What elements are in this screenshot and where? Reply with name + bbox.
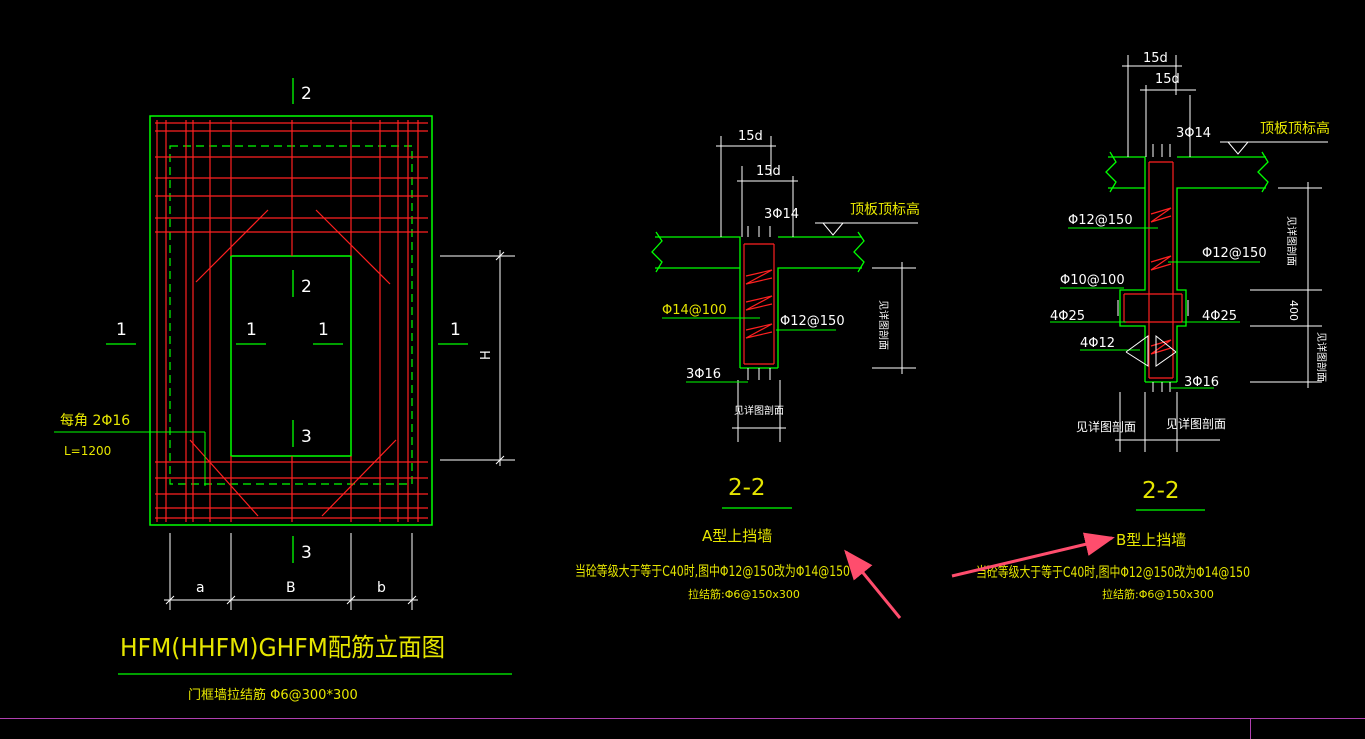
section-b-wall-type: B型上挡墙 <box>1116 531 1186 549</box>
section-b-bars-bottom-left: 4Φ12 <box>1080 336 1115 351</box>
section-b-label: 2-2 <box>1142 478 1180 504</box>
section-a-outline <box>651 231 865 369</box>
section-b-top-bars: 3Φ14 <box>1176 126 1211 141</box>
section-b-outline <box>1105 151 1269 383</box>
mark-left-inner: 1 <box>246 320 257 340</box>
status-bar <box>0 718 1365 739</box>
elevation-subtitle: 门框墙拉结筋 Φ6@300*300 <box>188 687 358 703</box>
elevation-rebar <box>155 120 428 522</box>
section-a-dim-outer: 15d <box>738 129 763 144</box>
section-a-stirrup: Φ14@100 <box>662 303 727 318</box>
section-b-bars-right: 4Φ25 <box>1202 309 1237 324</box>
mark-bottom: 3 <box>301 543 312 563</box>
corner-bar-length: L=1200 <box>64 444 111 458</box>
section-a-note: 当砼等级大于等于C40时,图中Φ12@150改为Φ14@150 <box>575 563 850 580</box>
section-a-leaders <box>662 317 836 383</box>
section-b-bars-left: 4Φ25 <box>1050 309 1085 324</box>
section-a-dim-inner: 15d <box>756 164 781 179</box>
section-b-bar-left-mid: Φ10@100 <box>1060 273 1125 288</box>
dashed-frame <box>169 145 413 485</box>
section-a-tie-bar: 拉结筋:Φ6@150x300 <box>688 587 800 601</box>
dim-bottom-lines <box>164 533 418 610</box>
section-a-top-bars: 3Φ14 <box>764 207 799 222</box>
dim-a-label: a <box>196 580 205 596</box>
dim-H-lines <box>440 250 515 466</box>
mark-mid-top: 2 <box>301 277 312 297</box>
section-b-bar-left-top: Φ12@150 <box>1068 213 1133 228</box>
section-b-see-detail-right-bottom: 见详图剖面 <box>1315 332 1328 382</box>
section-a-dims <box>716 136 916 442</box>
mark-mid-bottom: 3 <box>301 427 312 447</box>
section-a-top-level: 顶板顶标高 <box>850 201 920 218</box>
mark-right-outer: 1 <box>450 320 461 340</box>
door-opening <box>230 255 352 457</box>
section-b-view: 15d 15d 3Φ14 顶板顶标高 Φ12@150 Φ12@150 Φ10@1… <box>976 51 1330 601</box>
elevation-title: HFM(HHFM)GHFM配筋立面图 <box>120 633 445 662</box>
dim-b-label: b <box>377 580 386 596</box>
section-a-see-detail-bottom: 见详图剖面 <box>734 404 784 417</box>
section-b-fan-bars <box>1125 334 1177 367</box>
annotation-arrow-a <box>844 549 902 619</box>
mark-top: 2 <box>301 84 312 104</box>
section-b-note: 当砼等级大于等于C40时,图中Φ12@150改为Φ14@150 <box>976 564 1250 581</box>
section-b-dim-400: 400 <box>1287 300 1300 321</box>
section-b-bar-right: Φ12@150 <box>1202 246 1267 261</box>
mark-right-inner: 1 <box>318 320 329 340</box>
dim-B-label: B <box>286 580 296 596</box>
elevation-view: 2 2 3 3 1 1 1 1 每角 2Φ16 L=1200 H a B b H… <box>54 78 515 703</box>
section-b-see-detail-bottom-right: 见详图剖面 <box>1166 416 1226 431</box>
section-a-level-symbol <box>815 222 918 236</box>
section-a-rebar <box>743 243 775 365</box>
section-b-leaders <box>1050 227 1260 389</box>
section-b-tie-bar: 拉结筋:Φ6@150x300 <box>1102 587 1214 601</box>
section-b-bar-ticks <box>1117 144 1189 392</box>
section-b-dim-inner: 15d <box>1155 72 1180 87</box>
section-b-top-level: 顶板顶标高 <box>1260 120 1330 137</box>
section-a-see-detail-right: 见详图剖面 <box>877 300 890 350</box>
corner-bar-leader <box>54 431 206 486</box>
section-a-wall-type: A型上挡墙 <box>702 527 772 545</box>
section-marks <box>106 78 468 563</box>
section-b-dim-outer: 15d <box>1143 51 1168 66</box>
section-b-dims <box>1115 55 1322 452</box>
section-a-view: 15d 15d 3Φ14 顶板顶标高 Φ14@100 Φ12@150 3Φ16 … <box>575 129 920 601</box>
section-a-vertical-bar: Φ12@150 <box>780 314 845 329</box>
dim-H-label: H <box>479 350 494 360</box>
corner-bar-label: 每角 2Φ16 <box>60 413 130 429</box>
outer-frame <box>149 115 433 526</box>
section-b-level-symbol <box>1220 141 1328 155</box>
section-a-label: 2-2 <box>728 475 766 501</box>
section-b-see-detail-right-top: 见详图剖面 <box>1285 216 1298 266</box>
section-a-bar-ticks <box>747 226 771 380</box>
section-b-see-detail-bottom-left: 见详图剖面 <box>1076 419 1136 434</box>
section-a-bottom-bars: 3Φ16 <box>686 367 721 382</box>
status-separator <box>1250 719 1251 739</box>
annotation-arrow-b <box>951 532 1115 578</box>
section-b-bottom-bars: 3Φ16 <box>1184 375 1219 390</box>
mark-left-outer: 1 <box>116 320 127 340</box>
section-b-rebar <box>1123 161 1183 379</box>
